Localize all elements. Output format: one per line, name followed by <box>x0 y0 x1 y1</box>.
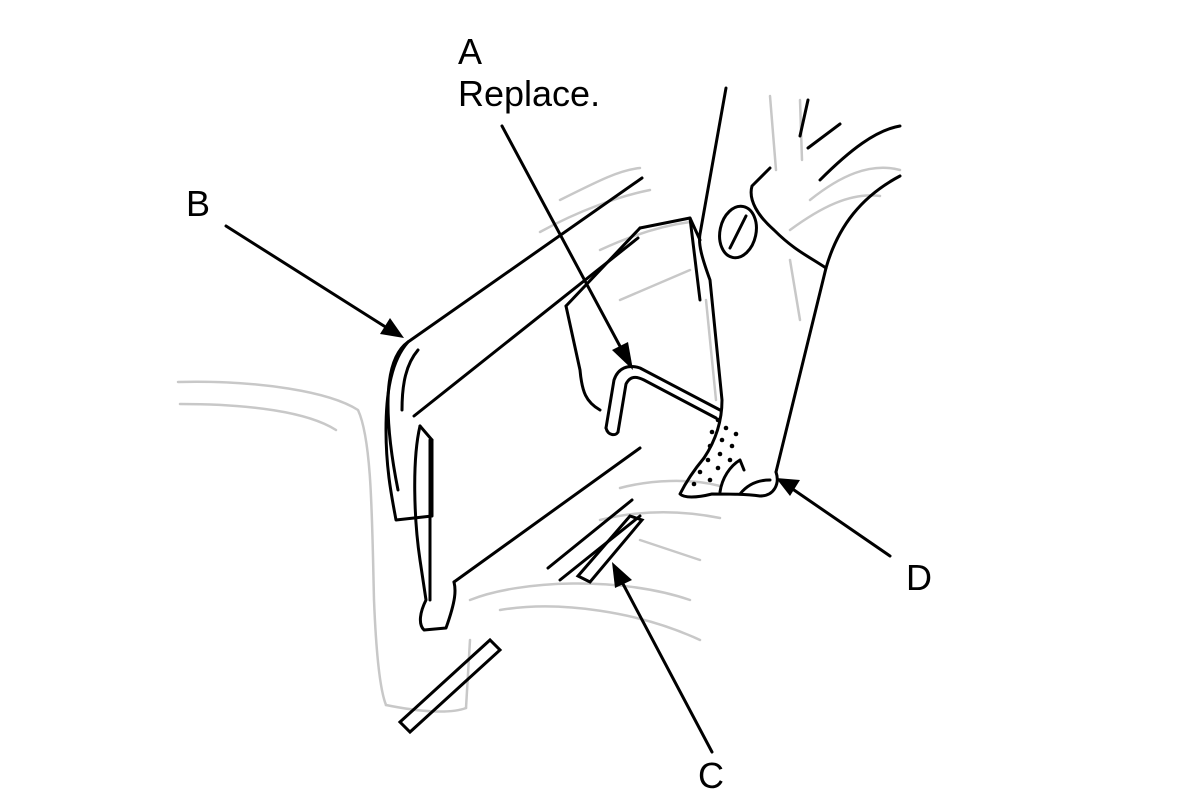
arrowhead-d <box>776 478 800 496</box>
leader-line-c <box>620 580 714 754</box>
arrowhead-c <box>612 562 632 588</box>
arrowhead-a <box>612 342 633 370</box>
callout-label-c: C <box>698 755 724 796</box>
pliers-tool <box>678 86 902 499</box>
hook-wire <box>604 365 722 437</box>
contact-dots <box>691 417 739 487</box>
leader-line-a <box>500 124 624 352</box>
leader-line-d <box>792 488 892 558</box>
rod-parts <box>397 498 645 735</box>
arrowhead-b <box>380 318 404 338</box>
clip-part <box>386 340 420 492</box>
callout-label-b: B <box>186 183 211 224</box>
leader-line-b <box>224 224 386 328</box>
leader-lines <box>224 124 892 754</box>
callout-note-replace: Replace. <box>458 73 601 114</box>
callout-label-d: D <box>906 557 932 598</box>
callout-label-a: A <box>458 31 483 72</box>
bracket-body <box>384 176 702 632</box>
